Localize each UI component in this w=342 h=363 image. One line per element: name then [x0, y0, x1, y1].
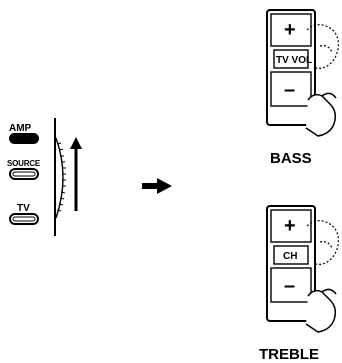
source-button[interactable]	[9, 168, 39, 180]
slider-knob[interactable]	[55, 137, 64, 219]
treble-ch-key	[273, 245, 309, 265]
right-arrow-icon	[142, 178, 172, 194]
treble-key-frame	[266, 205, 316, 322]
tv-button[interactable]	[9, 213, 39, 225]
source-label: SOURCE	[7, 159, 41, 168]
treble-plus-icon: +	[284, 215, 296, 237]
bass-tvvol-key	[273, 49, 309, 69]
treble-caption: TREBLE	[259, 346, 319, 363]
tv-button-inner	[12, 216, 36, 222]
bass-minus-icon: –	[284, 79, 295, 101]
amp-label: AMP	[9, 123, 32, 134]
bass-dotted-finger-icon	[306, 24, 339, 69]
treble-minus-icon: –	[284, 275, 295, 297]
treble-minus-button[interactable]	[270, 267, 312, 303]
bass-caption: BASS	[270, 150, 312, 167]
treble-ch-label: CH	[283, 251, 297, 262]
treble-finger-icon	[305, 289, 337, 333]
treble-dotted-finger-icon	[306, 220, 339, 265]
source-button-inner	[12, 171, 36, 177]
bass-minus-button[interactable]	[270, 71, 312, 107]
treble-plus-button[interactable]	[270, 209, 312, 243]
bass-plus-button[interactable]	[270, 13, 312, 47]
bass-tvvol-label: TV VOL	[276, 55, 312, 66]
up-arrow-icon	[70, 137, 82, 149]
bass-finger-icon	[305, 93, 337, 137]
treble-panel: + CH – TREBLE	[259, 205, 339, 363]
tv-label: TV	[17, 203, 30, 214]
bass-key-frame	[266, 9, 316, 126]
selector-switch: AMP SOURCE TV	[7, 118, 82, 236]
bass-plus-icon: +	[284, 19, 296, 41]
slider-ticks	[56, 142, 66, 212]
amp-button[interactable]	[9, 133, 39, 144]
bass-panel: + TV VOL – BASS	[266, 9, 339, 167]
